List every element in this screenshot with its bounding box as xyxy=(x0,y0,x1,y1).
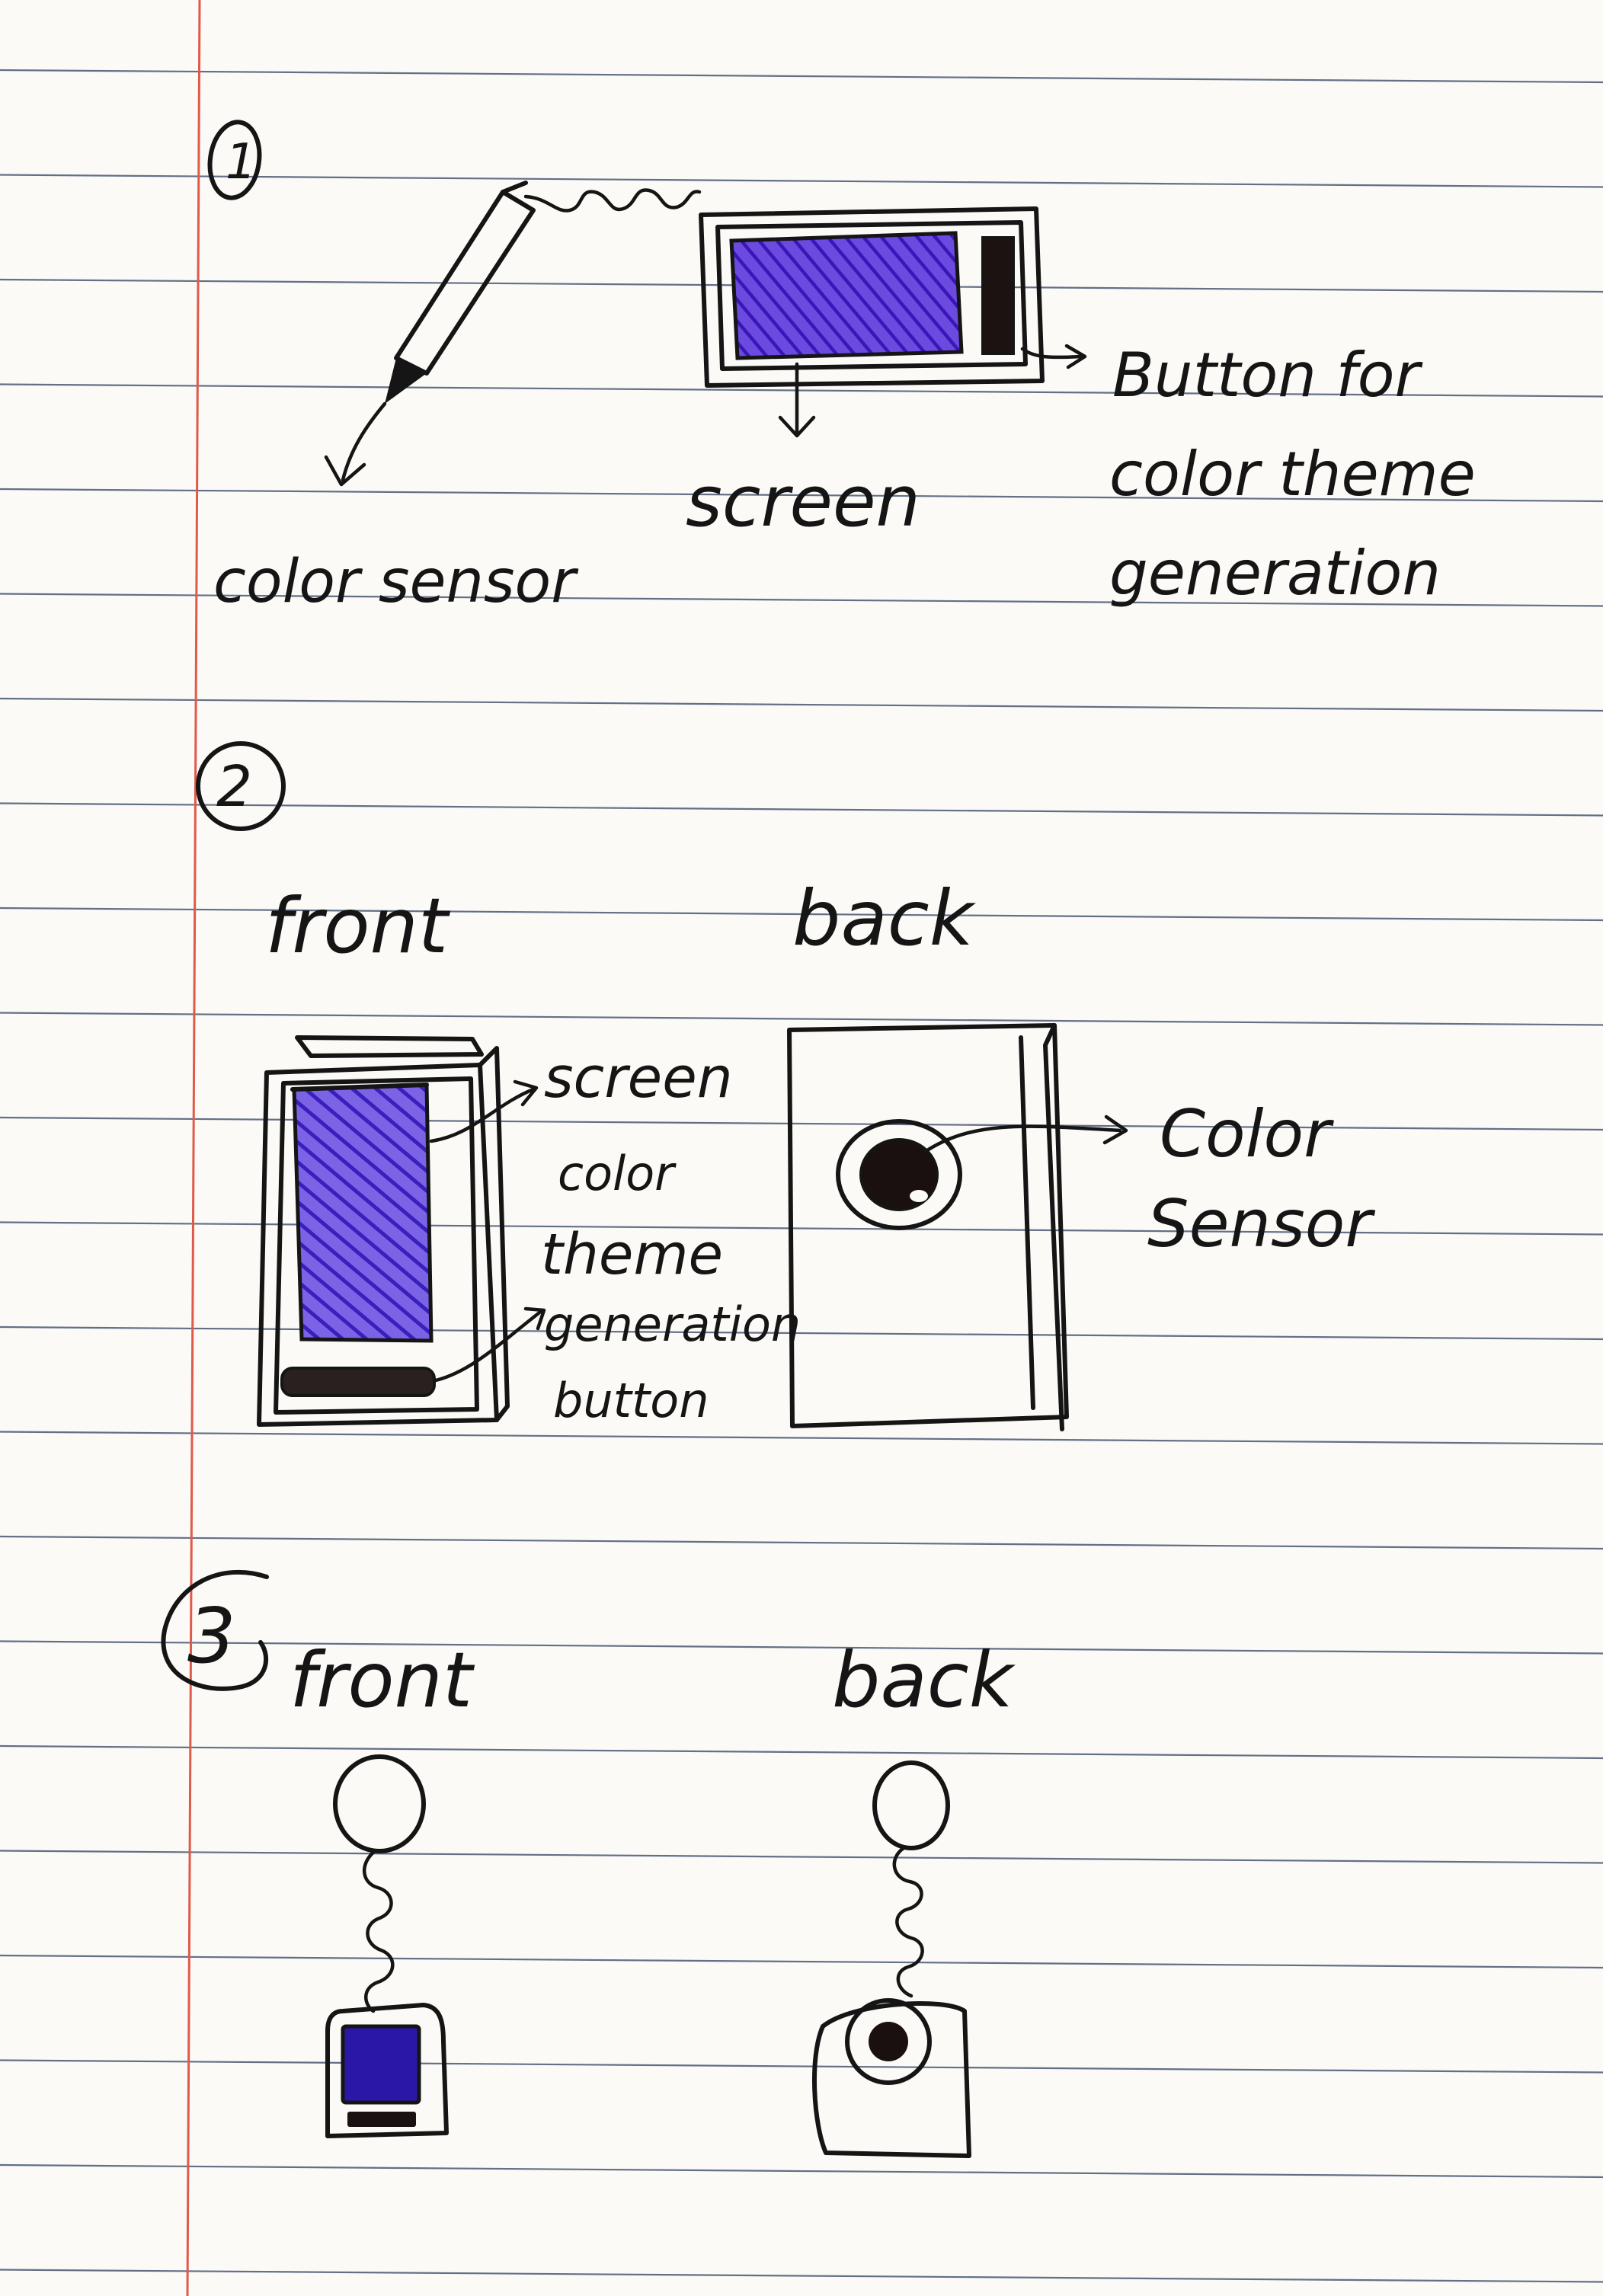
label-button-1-line2: color theme xyxy=(1109,439,1476,510)
screen-3 xyxy=(343,2026,419,2103)
back-title-2: back xyxy=(792,874,977,963)
button-2 xyxy=(282,1368,434,1396)
button-1 xyxy=(983,238,1013,353)
label-screen-2: screen xyxy=(544,1045,733,1111)
svg-text:3: 3 xyxy=(187,1591,236,1680)
label-button-1-line3: generation xyxy=(1109,538,1441,609)
label-button-2-line1: color xyxy=(558,1146,677,1201)
sensor-lens-3 xyxy=(869,2022,908,2061)
front-title-2: front xyxy=(265,881,451,971)
screen-2 xyxy=(294,1085,431,1341)
label-sensor-2-line2: Sensor xyxy=(1147,1186,1375,1262)
front-title-3: front xyxy=(290,1636,475,1725)
label-button-2-line4: button xyxy=(553,1373,709,1428)
screen-1 xyxy=(731,233,961,358)
button-3 xyxy=(347,2112,416,2127)
svg-text:2: 2 xyxy=(216,754,252,820)
label-button-1-line1: Button for xyxy=(1112,340,1424,411)
label-button-2-line2: theme xyxy=(541,1222,723,1287)
label-color-sensor-1: color sensor xyxy=(213,548,579,616)
svg-text:1: 1 xyxy=(226,134,257,190)
label-screen-1: screen xyxy=(686,461,920,542)
back-title-3: back xyxy=(832,1636,1016,1725)
label-sensor-2-line1: Color xyxy=(1160,1096,1334,1172)
label-button-2-line3: generation xyxy=(544,1297,801,1352)
